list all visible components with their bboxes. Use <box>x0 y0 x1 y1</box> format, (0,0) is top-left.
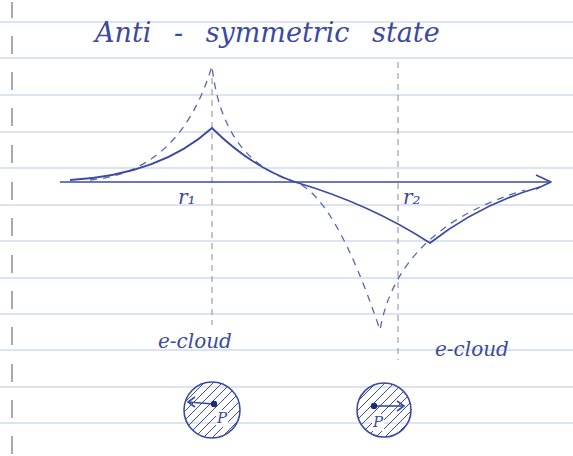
proton-label: P <box>216 410 228 427</box>
proton-label: P <box>372 414 384 431</box>
title: Anti - symmetric state <box>95 18 440 48</box>
margin-ticks <box>11 2 12 454</box>
axis-label: r₂ <box>403 186 421 208</box>
dashed-curve <box>90 66 525 330</box>
ruled-lines <box>0 22 573 423</box>
cloud-label: e-cloud <box>158 330 232 352</box>
electron-cloud: e-cloudP <box>150 330 270 448</box>
cloud-label: e-cloud <box>435 338 509 360</box>
solid-curve <box>70 128 540 243</box>
axis-label: r₁ <box>178 186 196 208</box>
electron-cloud: e-cloudP <box>340 338 545 448</box>
